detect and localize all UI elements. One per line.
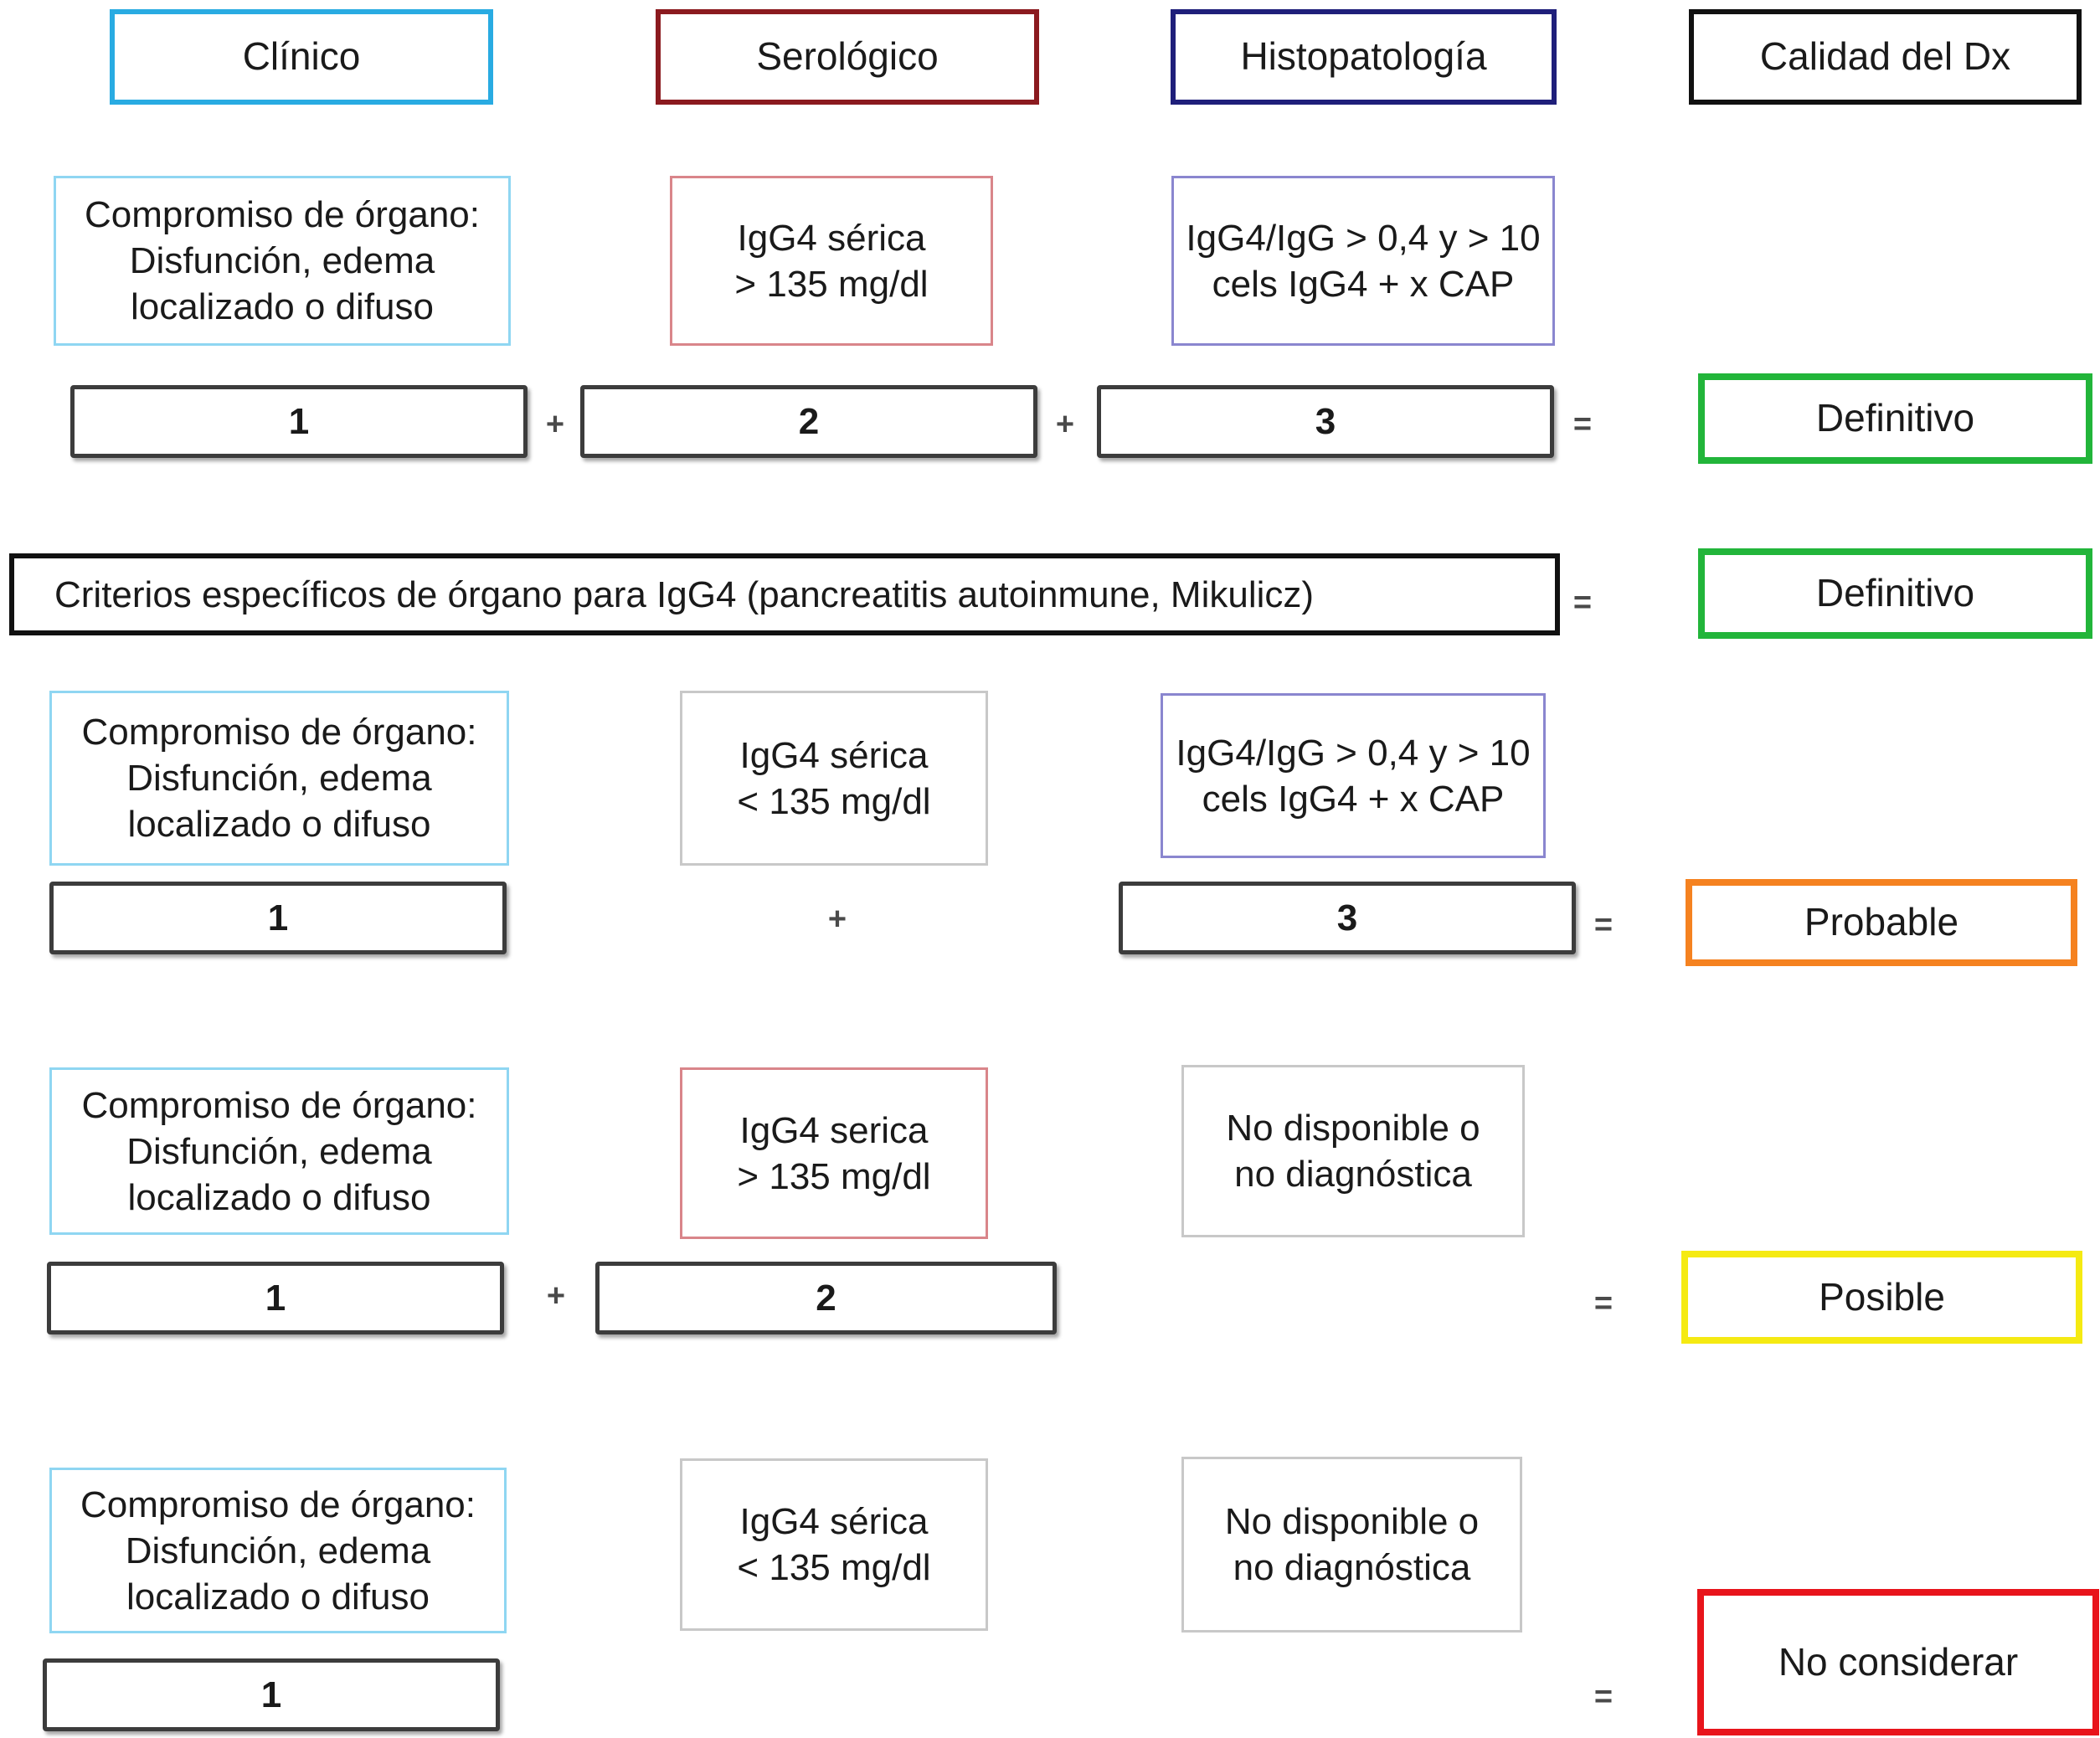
- row3-serologico-criterion: IgG4 sérica < 135 mg/dl: [680, 691, 988, 866]
- row3-histopatologia-criterion: IgG4/IgG > 0,4 y > 10 cels IgG4 + x CAP: [1161, 693, 1546, 858]
- row1-histopatologia-criterion: IgG4/IgG > 0,4 y > 10 cels IgG4 + x CAP: [1171, 176, 1555, 346]
- row5-number-1: 1: [43, 1658, 500, 1731]
- row3-plus: +: [827, 902, 847, 937]
- row4-serologico-criterion: IgG4 serica > 135 mg/dl: [680, 1067, 988, 1239]
- row1-plus-2: +: [1055, 407, 1075, 442]
- row3-equals: =: [1593, 908, 1614, 943]
- row1-clinico-criterion: Compromiso de órgano: Disfunción, edema …: [54, 176, 511, 346]
- header-serologico: Serológico: [656, 9, 1039, 105]
- row1-plus-1: +: [545, 407, 565, 442]
- header-calidad-dx: Calidad del Dx: [1689, 9, 2082, 105]
- row3-clinico-criterion: Compromiso de órgano: Disfunción, edema …: [49, 691, 509, 866]
- row4-result-posible: Posible: [1681, 1251, 2082, 1344]
- row4-number-2: 2: [595, 1262, 1057, 1334]
- header-clinico: Clínico: [110, 9, 493, 105]
- row1-result-definitivo: Definitivo: [1698, 373, 2092, 464]
- row4-equals: =: [1593, 1286, 1614, 1321]
- row5-clinico-criterion: Compromiso de órgano: Disfunción, edema …: [49, 1468, 507, 1633]
- row5-equals: =: [1593, 1679, 1614, 1715]
- row5-histopatologia-criterion: No disponible o no diagnóstica: [1181, 1457, 1522, 1633]
- row3-number-1: 1: [49, 882, 507, 954]
- row4-plus: +: [546, 1278, 566, 1314]
- row2-equals: =: [1572, 585, 1593, 620]
- row4-number-1: 1: [47, 1262, 504, 1334]
- row2-result-definitivo: Definitivo: [1698, 548, 2092, 639]
- row1-number-2: 2: [580, 385, 1037, 458]
- row5-serologico-criterion: IgG4 sérica < 135 mg/dl: [680, 1458, 988, 1631]
- row4-histopatologia-criterion: No disponible o no diagnóstica: [1181, 1065, 1525, 1237]
- header-histopatologia: Histopatología: [1171, 9, 1557, 105]
- row1-serologico-criterion: IgG4 sérica > 135 mg/dl: [670, 176, 993, 346]
- row5-result-no-considerar: No considerar: [1697, 1589, 2099, 1735]
- row3-number-3: 3: [1119, 882, 1576, 954]
- row2-organ-specific-criteria: Criterios específicos de órgano para IgG…: [9, 553, 1560, 635]
- row3-result-probable: Probable: [1686, 879, 2077, 966]
- row1-number-1: 1: [70, 385, 528, 458]
- row1-number-3: 3: [1097, 385, 1554, 458]
- row1-equals: =: [1572, 407, 1593, 442]
- row4-clinico-criterion: Compromiso de órgano: Disfunción, edema …: [49, 1067, 509, 1235]
